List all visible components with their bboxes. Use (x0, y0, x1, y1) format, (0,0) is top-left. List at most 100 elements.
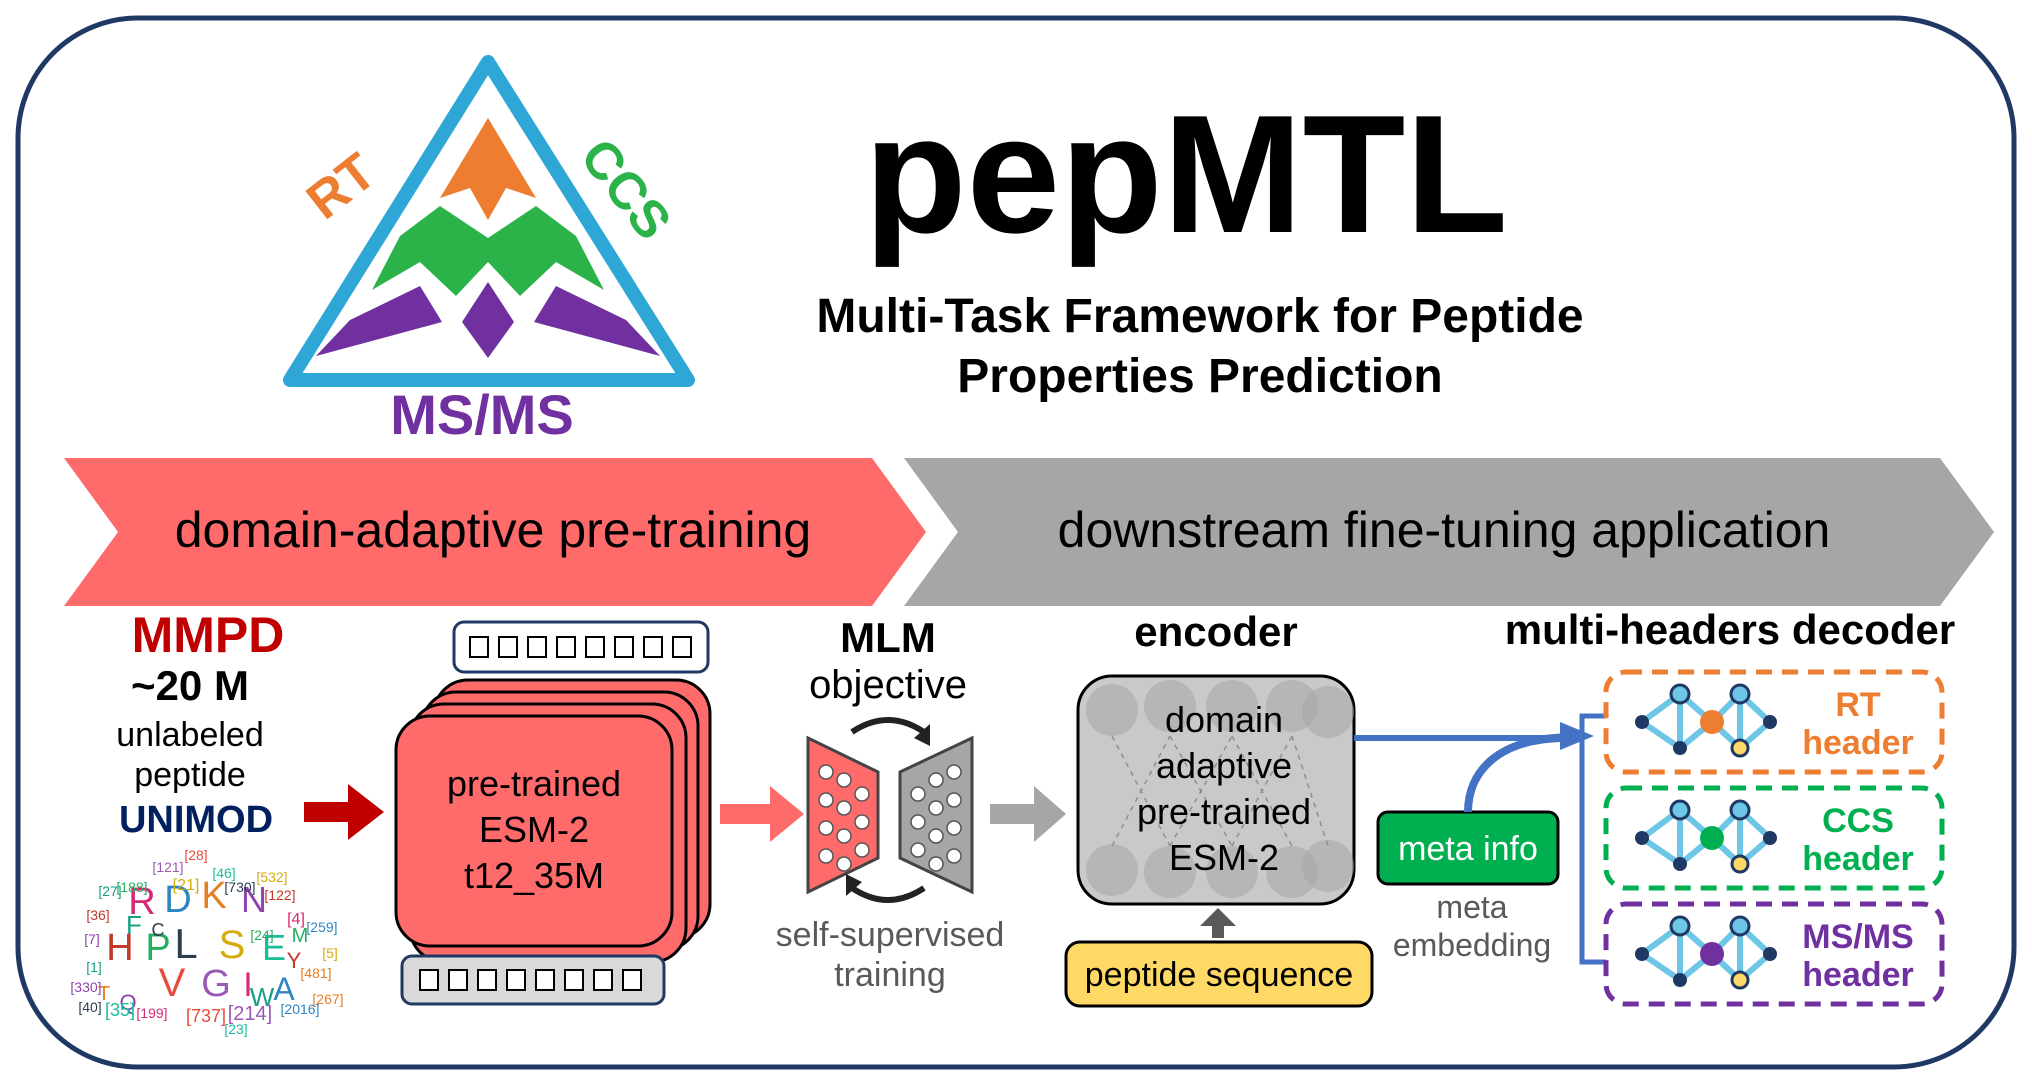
head-node (1673, 741, 1687, 755)
peptide-sequence-label: peptide sequence (1085, 956, 1353, 994)
meta-info-label: meta info (1398, 830, 1538, 868)
head-node (1730, 738, 1750, 758)
word-cloud-token: V (159, 961, 186, 1005)
word-cloud-token: N (241, 879, 267, 920)
word-cloud-token: A (273, 971, 295, 1007)
token-box (469, 636, 489, 658)
head-label-line-2: header (1802, 840, 1914, 878)
dataset-count: ~20 M (131, 662, 249, 709)
mlm-node (818, 764, 834, 780)
token-box (527, 636, 547, 658)
word-cloud-token: H (106, 927, 133, 969)
dataset-desc-1: unlabeled (116, 716, 263, 754)
word-cloud-token: [730] (224, 879, 255, 895)
word-cloud-token: [28] (184, 847, 207, 863)
token-box (506, 969, 526, 991)
head-node (1729, 683, 1751, 705)
head-node (1730, 854, 1750, 874)
model-stack-line-3: t12_35M (464, 855, 604, 896)
head-label-line-2: header (1802, 956, 1914, 994)
encoder-node (1086, 844, 1138, 896)
head-node (1673, 857, 1687, 871)
subtitle-line-2: Properties Prediction (957, 350, 1442, 403)
logo-triangle-outer (283, 55, 695, 387)
head-node (1669, 683, 1691, 705)
dataset-name: MMPD (132, 607, 285, 663)
token-box (564, 969, 584, 991)
word-cloud-token: [259] (306, 919, 337, 935)
mlm-cycle-arrow-top (850, 717, 926, 735)
encoder-node (1206, 846, 1258, 898)
word-cloud-token: [46] (212, 865, 235, 881)
mlm-node (818, 820, 834, 836)
head-node (1763, 715, 1777, 729)
decoder-bracket (1579, 713, 1606, 965)
meta-caption-1: meta (1436, 889, 1507, 925)
encoder-line-1: domain (1165, 699, 1283, 740)
logo-msms-label: MS/MS (390, 383, 574, 446)
head-label-line-1: CCS (1822, 802, 1894, 840)
word-cloud-token: [330] (70, 979, 101, 995)
word-cloud-token: [5] (322, 945, 338, 961)
word-cloud-token: [214] (228, 1003, 272, 1025)
word-cloud-token: [188] (116, 879, 147, 895)
arrow-mlm-to-encoder (990, 786, 1066, 842)
head-node (1669, 799, 1691, 821)
token-box (614, 636, 634, 658)
logo-purple-center (462, 282, 514, 358)
token-box (535, 969, 555, 991)
logo-green-band (372, 206, 604, 296)
word-cloud-token: I (243, 966, 252, 1004)
mlm-node (928, 772, 944, 788)
mlm-node (818, 792, 834, 808)
mlm-cycle-arrowhead-bottom (846, 874, 862, 896)
head-node (1730, 970, 1750, 990)
arrow-dataset-to-model (304, 784, 384, 840)
head-node (1729, 915, 1751, 937)
encoder-node (1086, 684, 1138, 736)
mlm-node (946, 848, 962, 864)
mlm-node (928, 828, 944, 844)
mlm-node (818, 848, 834, 864)
mlm-node (836, 828, 852, 844)
head-node (1669, 915, 1691, 937)
model-stack-line-1: pre-trained (447, 763, 621, 804)
word-cloud-token: G (201, 963, 231, 1005)
word-cloud-token: Q (119, 990, 136, 1015)
word-cloud-token: [122] (264, 887, 295, 903)
subtitle-line-1: Multi-Task Framework for Peptide (816, 290, 1583, 343)
encoder-edge (1111, 735, 1171, 847)
encoder-edge (1231, 735, 1293, 847)
word-cloud-token: [23] (224, 1021, 247, 1037)
word-cloud-token: E (262, 927, 286, 968)
encoder-edge (1169, 735, 1233, 847)
logo-purple-left (316, 286, 442, 356)
mlm-title-2: objective (809, 663, 967, 707)
head-edge (1640, 835, 1682, 867)
mlm-caption-2: training (834, 956, 946, 994)
head-label-line-1: RT (1835, 686, 1881, 724)
token-box (672, 636, 692, 658)
token-box (419, 969, 439, 991)
encoder-title: encoder (1134, 608, 1297, 655)
mlm-cycle-arrow-bottom (850, 885, 926, 903)
mlm-node (910, 842, 926, 858)
word-cloud-token: L (174, 920, 197, 967)
finetuning-banner (904, 458, 1994, 606)
meta-caption-2: embedding (1393, 927, 1551, 963)
mlm-node (910, 786, 926, 802)
word-cloud-token: [21] (173, 877, 200, 894)
encoder-node (1302, 686, 1354, 738)
word-cloud-token: W (250, 982, 275, 1012)
encoder-node (1206, 680, 1258, 732)
word-cloud-token: [40] (78, 999, 101, 1015)
mlm-node (836, 772, 852, 788)
logo-purple-right (534, 286, 660, 356)
token-box (477, 969, 497, 991)
mlm-node (928, 856, 944, 872)
token-box (585, 636, 605, 658)
word-cloud-token: S (219, 923, 246, 967)
